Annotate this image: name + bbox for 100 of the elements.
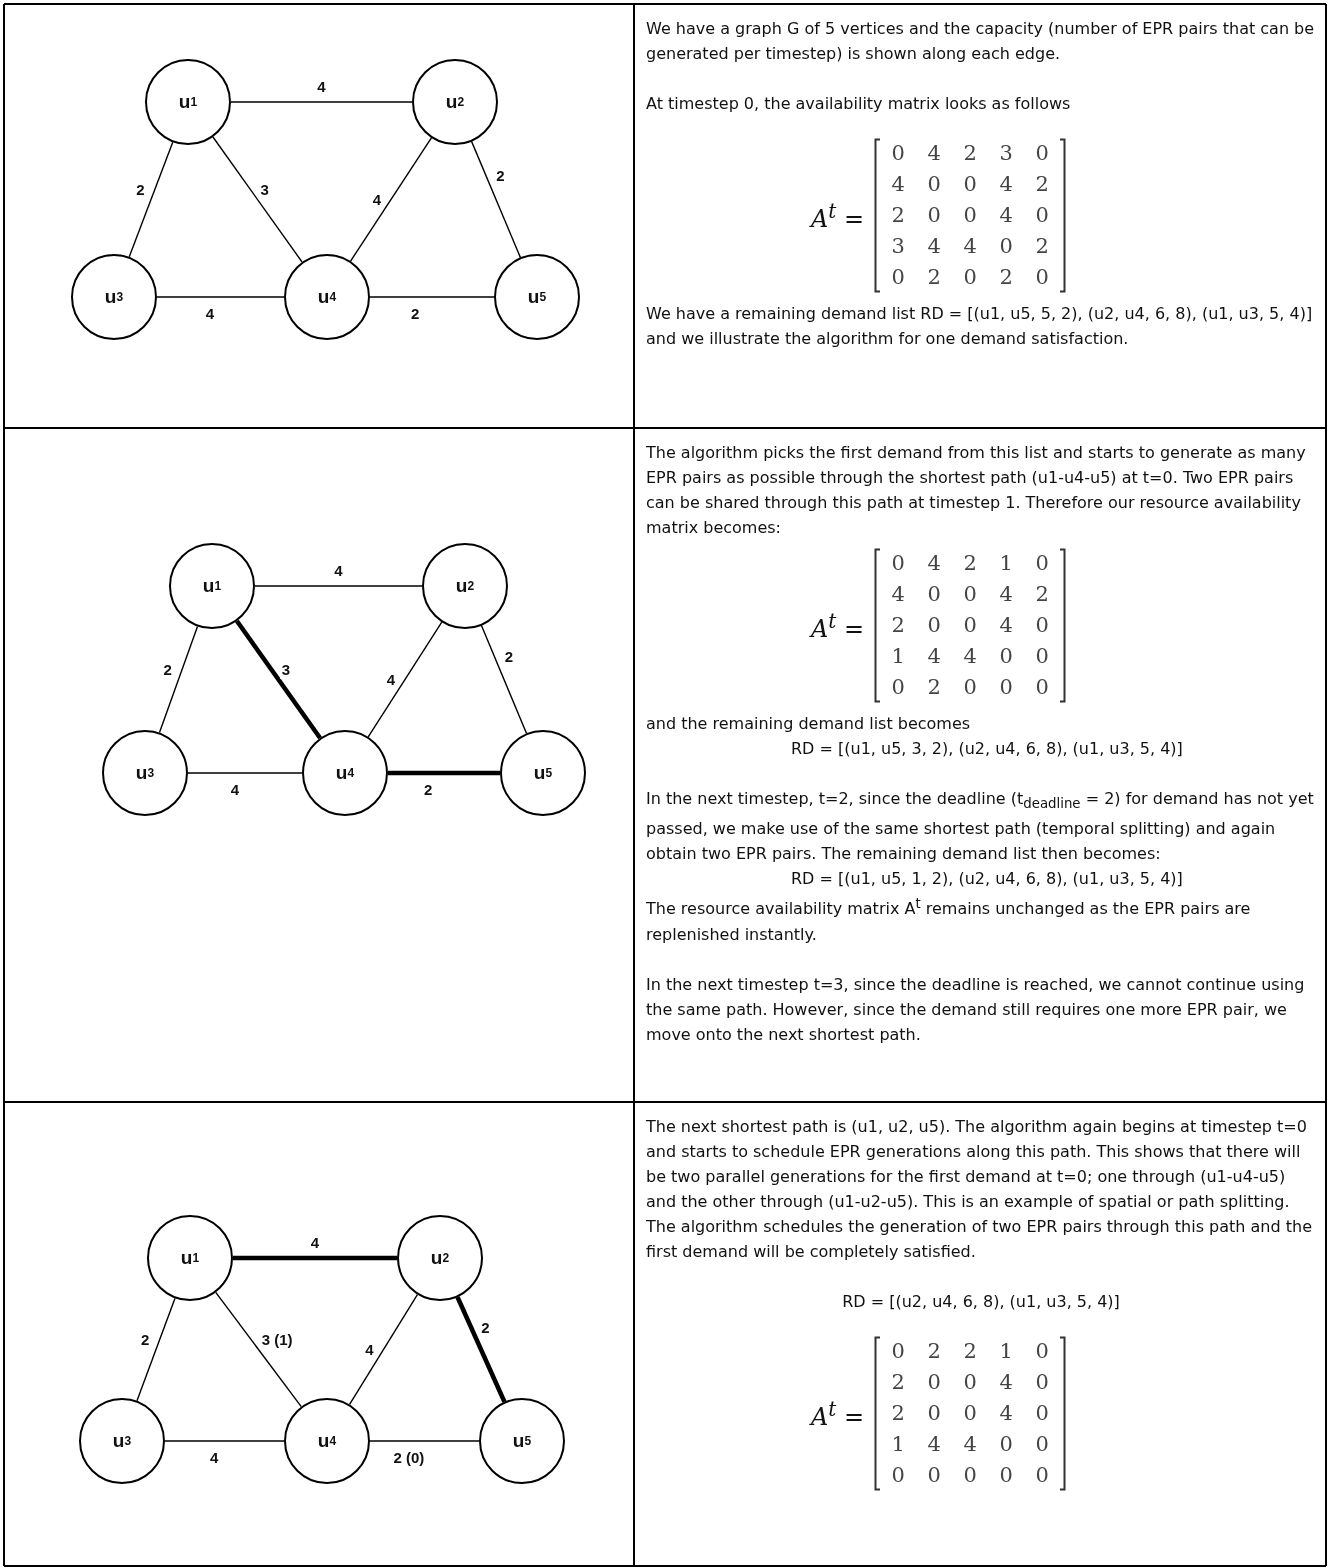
matrix-entry: 0 <box>926 612 942 639</box>
matrix-entry: 0 <box>998 643 1014 670</box>
matrix-entry: 0 <box>998 233 1014 260</box>
matrix-entry: 4 <box>926 1431 942 1458</box>
formula-text: RD = [(u2, u4, 6, 8), (u1, u3, 5, 4)] <box>841 1291 1121 1313</box>
paragraph: The next shortest path is (u1, u2, u5). The algorithm again begins at timestep t=0 and starts to schedule EPR generations along this path. This shows that there will be two parallel generations for the first demand at t=0; one through (u1-u4-u5) and the other through (u1-u2-u5). This is an example of spatial or path splitting. The algorithm schedules the generation of two EPR pairs through this path and the first demand will be completely satisfied. <box>646 1116 1313 1263</box>
matrix-entry: 4 <box>962 643 978 670</box>
matrix-entry: 1 <box>890 1431 906 1458</box>
matrix-entry: 0 <box>962 264 978 291</box>
highlighted-edge <box>455 1296 507 1403</box>
paragraph: The resource availability matrix A$^{t}$ remains unchanged as the EPR pairs are replenished instantly. <box>646 895 1252 946</box>
matrix-entry: 0 <box>926 581 942 608</box>
matrix-entry: 2 <box>1034 233 1050 260</box>
matrix-entry: 0 <box>998 1431 1014 1458</box>
matrix-entry: 0 <box>962 1400 978 1427</box>
matrix-entry: 4 <box>998 1369 1014 1396</box>
matrix-entry: 0 <box>962 612 978 639</box>
matrix-entry: 2 <box>890 1369 906 1396</box>
matrix-entry: 1 <box>998 1338 1014 1365</box>
matrix-entry: 0 <box>926 1462 942 1489</box>
formula-text: RD = [(u1, u5, 3, 2), (u2, u4, 6, 8), (u1, u3, 5, 4)] <box>790 738 1184 760</box>
matrix-entry: 0 <box>890 550 906 577</box>
matrix-entry: 0 <box>1034 1338 1050 1365</box>
matrix-entry: 0 <box>1034 643 1050 670</box>
paragraph: We have a remaining demand list RD = [(u1, u5, 5, 2), (u2, u4, 6, 8), (u1, u3, 5, 4)] and we illustrate the algorithm for one demand satisfaction. <box>646 303 1314 350</box>
paragraph: We have a graph G of 5 vertices and the capacity (number of EPR pairs that can be generated per timestep) is shown along each edge. <box>646 18 1316 65</box>
matrix-entry: 0 <box>1034 264 1050 291</box>
matrix-entry: 0 <box>1034 1400 1050 1427</box>
matrix-entry: 2 <box>890 1400 906 1427</box>
paragraph: At timestep 0, the availability matrix looks as follows <box>646 93 1072 115</box>
edge-line <box>136 1297 176 1402</box>
matrix-entry: 2 <box>926 1338 942 1365</box>
matrix-entry: 0 <box>1034 550 1050 577</box>
matrix-entry: 4 <box>998 171 1014 198</box>
edge-line <box>367 621 443 738</box>
edge-line <box>156 296 285 298</box>
matrix-entry: 4 <box>926 550 942 577</box>
matrix-entry: 0 <box>962 202 978 229</box>
matrix-entry: 0 <box>1034 674 1050 701</box>
highlighted-edge <box>233 1255 397 1261</box>
edge-line <box>369 296 495 298</box>
matrix-entry: 2 <box>926 264 942 291</box>
matrix-entry: 2 <box>962 140 978 167</box>
matrix-entry: 2 <box>998 264 1014 291</box>
matrix-entry: 4 <box>998 612 1014 639</box>
matrix-entry: 0 <box>926 1400 942 1427</box>
matrix-entry: 0 <box>890 1462 906 1489</box>
matrix-entry: 0 <box>890 140 906 167</box>
matrix-entry: 0 <box>926 171 942 198</box>
formula-text: RD = [(u1, u5, 1, 2), (u2, u4, 6, 8), (u1, u3, 5, 4)] <box>790 868 1184 891</box>
matrix-entry: 0 <box>998 1462 1014 1489</box>
edge-line <box>348 1293 419 1406</box>
edge-line <box>158 625 199 734</box>
edge-line <box>230 101 413 103</box>
matrix-entry: 3 <box>890 233 906 260</box>
highlighted-edge <box>235 619 322 740</box>
matrix-entry: 0 <box>890 264 906 291</box>
matrix-entry: 0 <box>926 202 942 229</box>
edge-line <box>215 1291 302 1408</box>
matrix-entry: 0 <box>962 1462 978 1489</box>
matrix-entry: 2 <box>1034 171 1050 198</box>
matrix-entry: 0 <box>1034 1462 1050 1489</box>
edge-line <box>254 585 423 587</box>
matrix-entry: 2 <box>962 1338 978 1365</box>
matrix-entry: 4 <box>890 581 906 608</box>
matrix-label: A$^{t}$ = <box>811 198 865 233</box>
matrix-entry: 4 <box>998 581 1014 608</box>
matrix-entry: 3 <box>998 140 1014 167</box>
edge-line <box>369 1440 480 1442</box>
edge-label: 3 (1) <box>259 1331 295 1350</box>
matrix-entry: 4 <box>926 140 942 167</box>
matrix-label: A$^{t}$ = <box>811 608 865 643</box>
matrix-entry: 0 <box>1034 612 1050 639</box>
edge-line <box>212 136 303 263</box>
matrix-entry: 4 <box>962 1431 978 1458</box>
edge-label: 2 (0) <box>391 1449 427 1468</box>
matrix-entry: 2 <box>962 550 978 577</box>
matrix-entry: 2 <box>926 674 942 701</box>
matrix-entry: 4 <box>962 233 978 260</box>
matrix-entry: 0 <box>1034 1431 1050 1458</box>
paragraph: The algorithm picks the first demand from this list and starts to generate as many EPR pairs as possible through the shortest path (u1-u4-u5) at t=0. Two EPR pairs can be shared through this path at timestep 1. Therefore our resource availability matrix becomes: <box>646 442 1307 539</box>
matrix-entry: 4 <box>998 1400 1014 1427</box>
matrix-entry: 2 <box>1034 581 1050 608</box>
edge-line <box>349 137 433 262</box>
matrix-entry: 0 <box>1034 202 1050 229</box>
matrix-entry: 2 <box>890 202 906 229</box>
matrix-entry: 1 <box>998 550 1014 577</box>
highlighted-edge <box>388 770 500 776</box>
matrix-entry: 2 <box>890 612 906 639</box>
paragraph: In the next timestep t=3, since the deadline is reached, we cannot continue using the same path. However, since the demand still requires one more EPR pair, we move onto the next shortest path. <box>646 973 1306 1046</box>
matrix-entry: 0 <box>998 674 1014 701</box>
matrix-entry: 4 <box>890 171 906 198</box>
edge-line <box>480 625 528 734</box>
matrix-entry: 0 <box>962 581 978 608</box>
matrix-entry: 4 <box>998 202 1014 229</box>
matrix-entry: 0 <box>962 674 978 701</box>
edge-line <box>187 772 303 774</box>
matrix-entry: 0 <box>1034 1369 1050 1396</box>
edge-line <box>128 141 174 258</box>
edge-line <box>164 1440 285 1442</box>
